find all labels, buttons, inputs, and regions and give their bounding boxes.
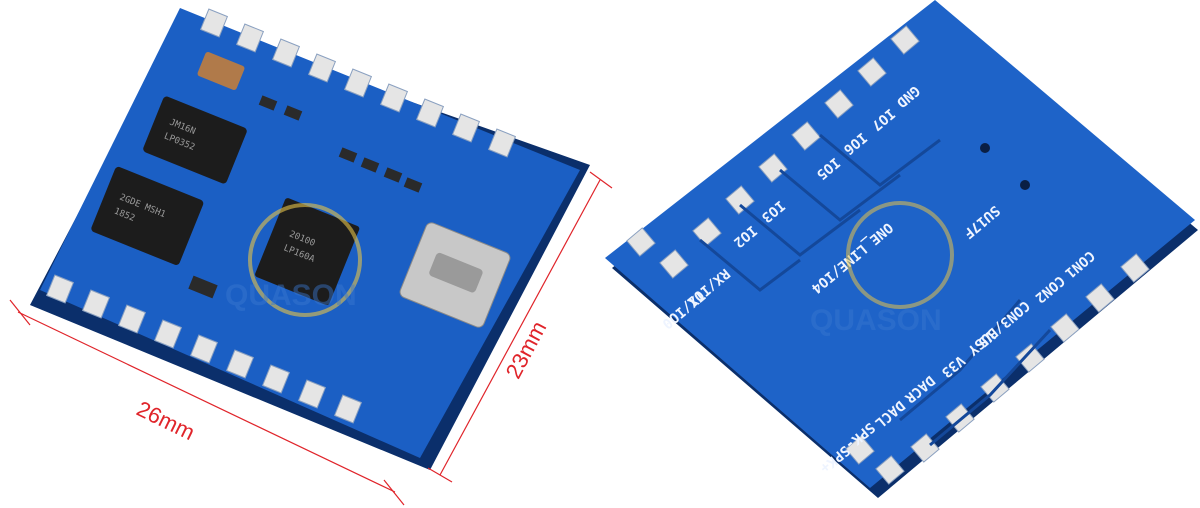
front-capacitor — [197, 51, 245, 91]
back-watermark-logo — [846, 201, 954, 309]
back-board: GND IO7 IO6 IO5 ONE_LINE/IO4 IO3 IO2 RX/… — [605, 0, 1198, 498]
dimension-lines — [9, 171, 613, 506]
width-dimension-label: 26mm — [133, 396, 199, 445]
back-left-pads — [626, 25, 920, 279]
front-watermark-text: QUASON — [225, 279, 357, 312]
via-2 — [1020, 180, 1030, 190]
front-board: JM16N LP0352 2GDE MSH1 1852 20100 LP160A — [30, 8, 590, 470]
back-traces — [699, 133, 1052, 447]
chip-right: 20100 LP160A — [255, 198, 360, 306]
front-top-pads — [199, 8, 517, 158]
back-pcb — [605, 0, 1195, 488]
usb-connector — [399, 222, 511, 328]
chip-mid: 2GDE MSH1 1852 — [91, 166, 204, 265]
front-watermark-logo — [248, 203, 362, 317]
back-watermark-text: QUASON — [810, 304, 942, 337]
front-bottom-pads — [45, 274, 363, 424]
front-smd-parts — [188, 95, 423, 299]
via-1 — [980, 143, 990, 153]
chip-top: JM16N LP0352 — [143, 96, 247, 184]
